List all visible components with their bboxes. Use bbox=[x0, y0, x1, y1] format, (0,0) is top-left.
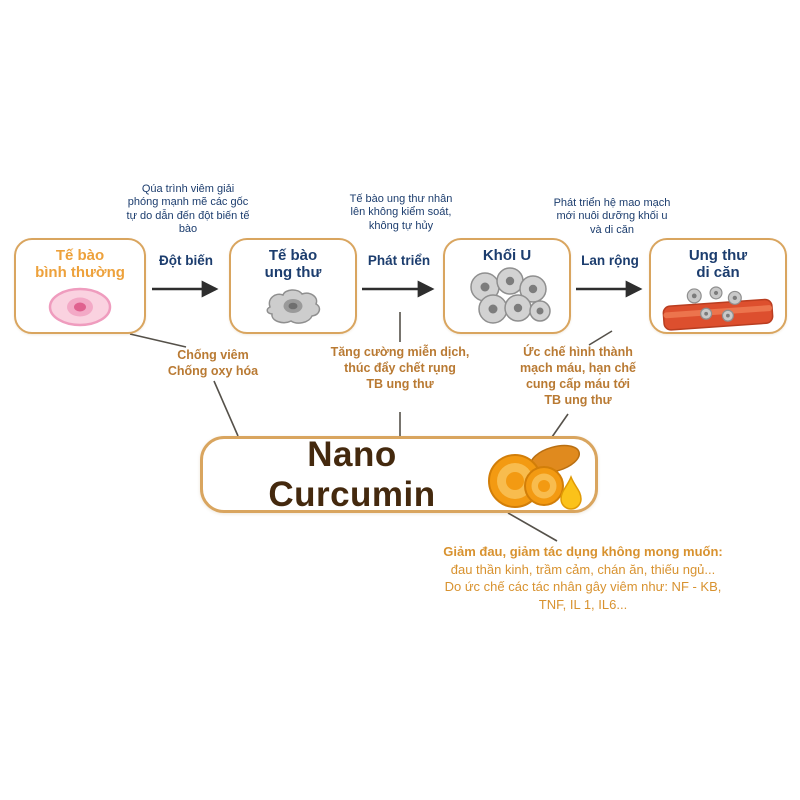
stage-box-metastasis: Ung thư di căn bbox=[649, 238, 787, 334]
stage-title-metastasis: Ung thư di căn bbox=[688, 247, 748, 282]
footnote: Giảm đau, giảm tác dụng không mong muốn:… bbox=[418, 543, 748, 613]
stage-box-normal-cell: Tế bào bình thường bbox=[14, 238, 146, 334]
arrow-label-mutation: Đột biến bbox=[159, 253, 213, 268]
annotation-mutation: Qúa trình viêm giải phóng mạnh mẽ các gố… bbox=[126, 183, 250, 236]
tumor-cluster-icon bbox=[470, 267, 551, 324]
benefit-immune-boost: Tăng cường miễn dịch, thúc đẩy chết rụng… bbox=[330, 345, 470, 391]
benefit-connector-lines bbox=[129, 312, 613, 542]
annotation-spread: Phát triển hệ mao mạch mới nuôi dưỡng kh… bbox=[553, 197, 671, 236]
nano-curcumin-box: Nano Curcumin bbox=[200, 434, 598, 514]
arrow-label-growth: Phát triển bbox=[367, 253, 431, 268]
cancer-cell-icon bbox=[266, 288, 321, 324]
footnote-details: đau thần kinh, trầm cảm, chán ăn, thiếu … bbox=[444, 561, 722, 612]
benefit-antiinflammatory: Chống viêm Chống oxy hóa bbox=[167, 348, 259, 378]
stage-title-normal-cell: Tế bào bình thường bbox=[35, 247, 125, 282]
stage-box-tumor: Khối U bbox=[443, 238, 571, 334]
benefit-antiangiogenesis: Ức chế hình thành mạch máu, hạn chế cung… bbox=[519, 345, 636, 407]
product-name: Nano Curcumin bbox=[268, 434, 436, 514]
blood-vessel-metastasis-icon bbox=[662, 285, 774, 331]
turmeric-slices-droplet-icon bbox=[488, 444, 582, 510]
footnote-headline: Giảm đau, giảm tác dụng không mong muốn: bbox=[443, 544, 723, 559]
annotation-growth: Tế bào ung thư nhân lên không kiểm soát,… bbox=[349, 193, 453, 232]
stage-box-cancer-cell: Tế bào ung thư bbox=[229, 238, 357, 334]
normal-cell-icon bbox=[48, 287, 112, 326]
arrow-label-spread: Lan rộng bbox=[581, 253, 639, 268]
stage-title-cancer-cell: Tế bào ung thư bbox=[264, 247, 322, 282]
stage-title-tumor: Khối U bbox=[482, 247, 532, 264]
